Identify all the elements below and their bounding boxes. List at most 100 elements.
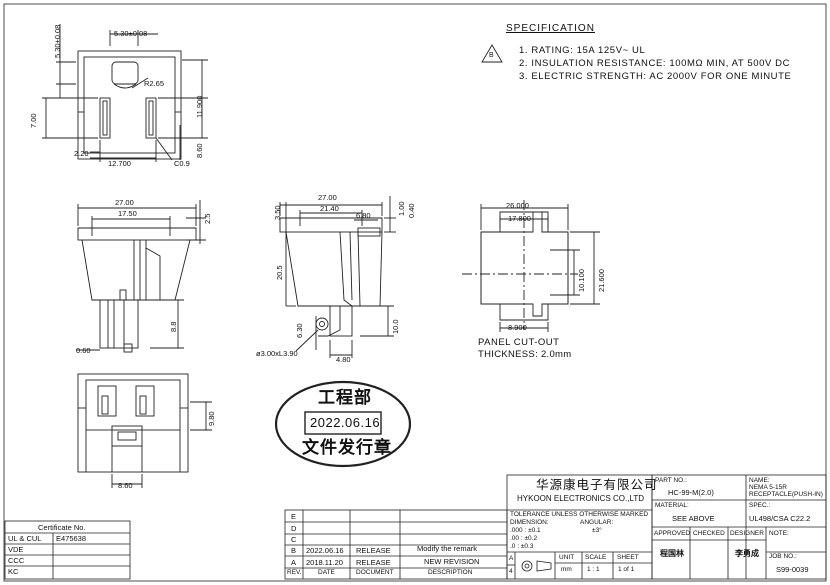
part-no-value: HC-99-M(2.0)	[668, 488, 714, 497]
dim-label: 21.600	[597, 269, 606, 292]
revision-desc: NEW REVISION	[424, 557, 480, 566]
side-view-left	[76, 200, 206, 353]
certificate-value: E475638	[56, 534, 87, 543]
approved-signature: 程国林	[660, 549, 684, 558]
dim-label: 21.40	[320, 204, 339, 213]
bottom-view	[77, 373, 212, 488]
dim-label: 26.000	[506, 201, 529, 210]
designer-label: DESIGNER	[730, 530, 764, 537]
panel-cutout-title: PANEL CUT-OUT	[478, 337, 560, 348]
revision-header-rev: REV.	[287, 569, 302, 576]
dim-label: 11.900	[195, 95, 204, 118]
dim-label: 6.80	[356, 211, 371, 220]
revision-rev: E	[291, 512, 297, 521]
dim-label: 17.800	[508, 214, 531, 223]
dim-label: 27.00	[318, 193, 337, 202]
dim-label: 8.60	[195, 143, 204, 158]
unit-value: mm	[561, 566, 572, 573]
tolerance-title: TOLERANCE UNLESS OTHERWISE MARKED	[510, 511, 649, 518]
dim-label: C0.9	[174, 159, 190, 168]
sheet-label: SHEET	[617, 554, 639, 561]
dim-label: 20.5	[275, 265, 284, 280]
approved-label: APPROVED	[654, 530, 691, 537]
spec-item-1: 1. RATING: 15A 125V~ UL	[519, 45, 646, 56]
material-value: SEE ABOVE	[672, 514, 715, 523]
revision-rev: D	[291, 524, 297, 533]
spec-item-3: 3. ELECTRIC STRENGTH: AC 2000V FOR ONE M…	[519, 71, 792, 82]
revision-rev: B	[291, 546, 297, 555]
dim-label: 5.30±0.08	[114, 29, 148, 38]
certificate-label: UL & CUL	[8, 534, 42, 543]
revision-desc: Modify the remark	[417, 544, 478, 553]
section-view-middle	[279, 196, 396, 358]
scale-label: SCALE	[585, 554, 607, 561]
certificate-label: KC	[8, 567, 19, 576]
revision-header-date: DATE	[318, 569, 335, 576]
revision-rev: A	[291, 558, 297, 567]
dim-label: 8.8	[169, 321, 178, 332]
certificate-label: CCC	[8, 556, 25, 565]
front-view-top-left	[42, 24, 208, 162]
dim-label: 12.700	[108, 159, 131, 168]
dim-label: 2.20	[74, 149, 89, 158]
material-label: MATERIAL:	[655, 502, 689, 509]
checked-label: CHECKED	[693, 530, 725, 537]
name-value-line-1: NEMA 5-15R	[749, 484, 787, 491]
side-label-a: A	[509, 555, 514, 562]
certificate-header: Certificate No.	[38, 523, 86, 532]
dim-label: 17.50	[118, 209, 137, 218]
dim-label: 3.50	[273, 205, 282, 220]
dim-label: 1.00	[397, 201, 406, 216]
dim-label: 8.900	[508, 323, 527, 332]
dim-label: 8.60	[118, 481, 133, 490]
side-label-4: 4	[509, 568, 513, 575]
note-label: NOTE:	[769, 530, 789, 537]
part-no-label: PART NO.:	[655, 477, 687, 484]
dim-label: 10.0	[391, 319, 400, 334]
job-no-label: JOB NO.:	[769, 553, 797, 560]
designer-signature: 李勇成	[735, 549, 759, 558]
revision-date: 2018.11.20	[306, 558, 343, 567]
dim-label: 5.30±0.08	[53, 24, 62, 58]
dim-label: 9.80	[207, 411, 216, 426]
scale-value: 1 : 1	[587, 566, 600, 573]
dim-label: R2.65	[144, 79, 165, 88]
revision-doc: RELEASE	[356, 558, 391, 567]
dim-label: 2.5	[203, 213, 212, 224]
dim-label: 0.40	[407, 203, 416, 218]
spec-title: SPECIFICATION	[506, 23, 595, 34]
job-no-value: S99-0039	[776, 565, 809, 574]
revision-rev: C	[291, 535, 297, 544]
panel-thickness: THICKNESS: 2.0mm	[478, 349, 572, 360]
revision-header-doc: DOCUMENT	[356, 569, 394, 576]
dim-label: 27.00	[115, 198, 134, 207]
dim-label: 10.100	[577, 269, 586, 292]
revision-doc: RELEASE	[356, 546, 391, 555]
stamp-date: 2022.06.16	[310, 415, 381, 430]
stamp-release: 文件发行章	[302, 438, 392, 458]
tolerance-value: .0 : ±0.3	[510, 543, 534, 550]
dim-label: 4.80	[336, 355, 351, 364]
spec-item-2: 2. INSULATION RESISTANCE: 100MΩ MIN, AT …	[519, 58, 791, 69]
angular-label: ANGULAR:	[580, 519, 614, 526]
title-block-grid	[4, 474, 827, 580]
company-name-en: HYKOON ELECTRONICS CO.,LTD	[517, 494, 644, 503]
spec-value: UL498/CSA C22.2	[749, 514, 811, 523]
name-label: NAME:	[749, 477, 770, 484]
sheet-value: 1 of 1	[618, 566, 635, 573]
dim-label: ø3.00xL3.90	[256, 349, 298, 358]
dim-label: 7.00	[29, 113, 38, 128]
release-stamp-outline	[274, 380, 412, 468]
angular-value: ±3°	[592, 527, 602, 534]
panel-cutout-view	[462, 200, 600, 332]
revision-header-desc: DESCRIPTION	[428, 569, 473, 576]
name-value-line-2: RECEPTACLE(PUSH-IN)	[749, 491, 823, 498]
spec-label: SPEC.:	[749, 502, 771, 509]
unit-label: UNIT	[559, 554, 575, 561]
company-name-cn: 华源康电子有限公司	[536, 478, 658, 492]
dim-label: 0.60	[76, 346, 91, 355]
tolerance-value: .00 : ±0.2	[510, 535, 538, 542]
stamp-department: 工程部	[318, 388, 372, 408]
